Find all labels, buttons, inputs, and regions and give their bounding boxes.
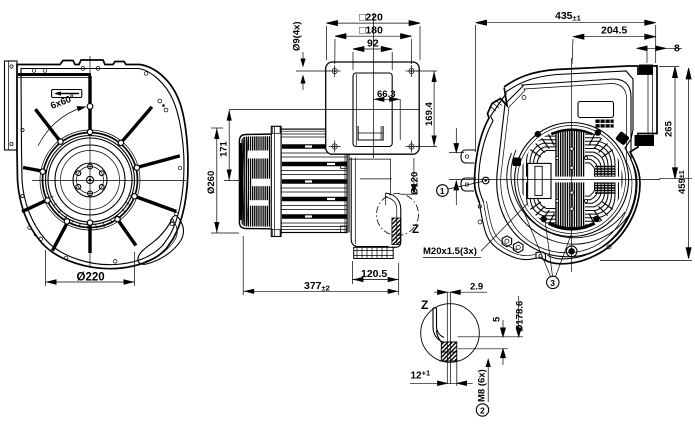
svg-text:Z: Z xyxy=(412,224,419,236)
svg-text:Ø178.6: Ø178.6 xyxy=(515,301,526,332)
svg-text:169.4: 169.4 xyxy=(424,102,435,126)
svg-text:Ø9(4x): Ø9(4x) xyxy=(292,21,303,51)
svg-text:□180: □180 xyxy=(359,25,383,37)
svg-text:435±1: 435±1 xyxy=(555,10,581,23)
svg-text:M20x1.5(3x): M20x1.5(3x) xyxy=(423,246,477,257)
svg-text:Z: Z xyxy=(421,298,428,312)
svg-text:120.5: 120.5 xyxy=(361,268,387,280)
svg-text:2: 2 xyxy=(480,406,485,416)
svg-text:□220: □220 xyxy=(359,12,383,24)
svg-text:377±2: 377±2 xyxy=(304,280,330,293)
svg-text:Ø220: Ø220 xyxy=(77,272,105,284)
svg-text:204.5: 204.5 xyxy=(601,25,627,37)
svg-text:265: 265 xyxy=(664,120,675,137)
svg-text:5: 5 xyxy=(492,316,503,322)
svg-text:3: 3 xyxy=(550,278,555,288)
svg-text:1: 1 xyxy=(440,186,445,196)
svg-text:M8 (6x): M8 (6x) xyxy=(477,369,488,402)
svg-text:8: 8 xyxy=(674,43,680,55)
svg-text:92: 92 xyxy=(367,38,379,50)
svg-text:2.9: 2.9 xyxy=(470,282,483,293)
svg-text:171: 171 xyxy=(219,140,230,157)
svg-text:Ø120: Ø120 xyxy=(409,172,420,195)
svg-text:66.3: 66.3 xyxy=(377,89,396,100)
svg-text:Ø260: Ø260 xyxy=(206,171,217,194)
svg-text:459±1: 459±1 xyxy=(677,170,688,194)
